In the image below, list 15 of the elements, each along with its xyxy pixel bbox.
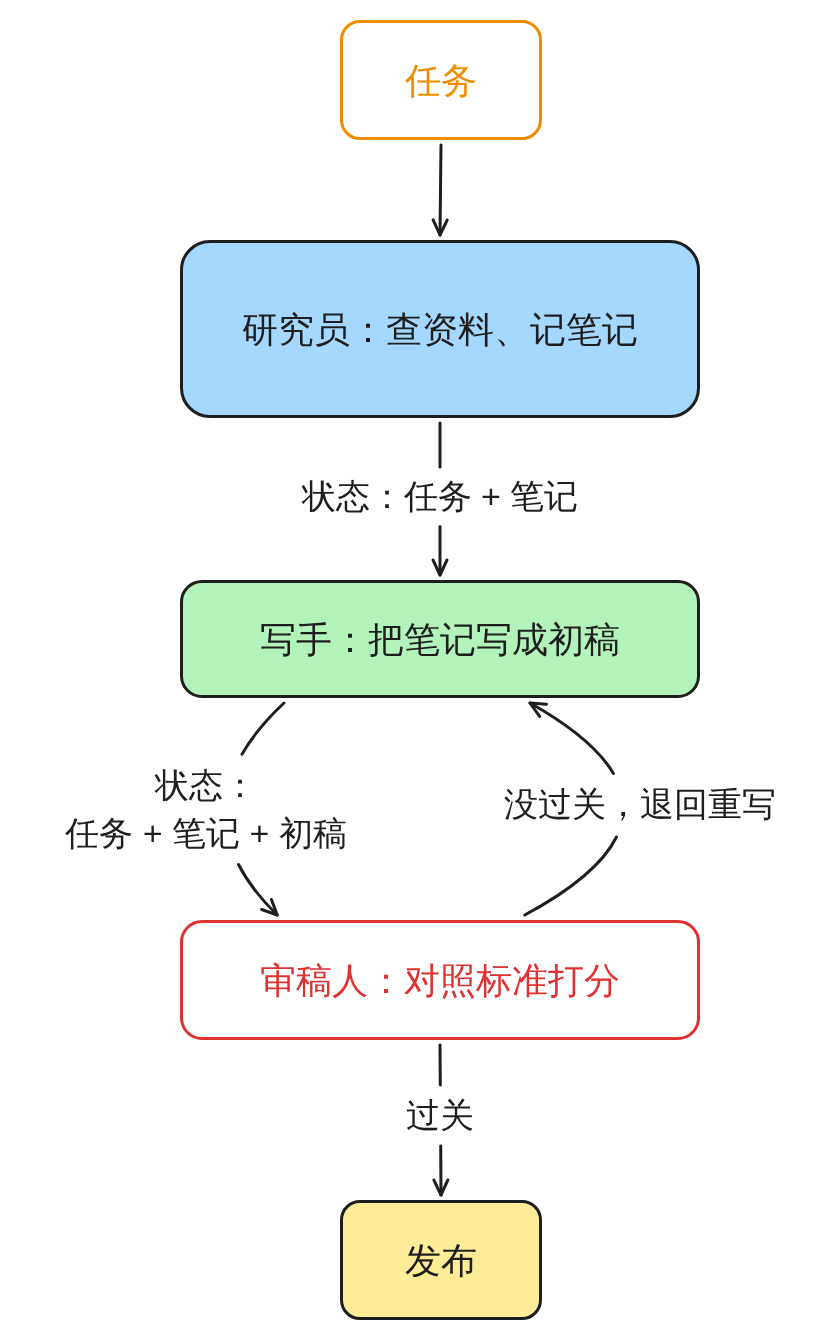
node-label: 审稿人：对照标准打分 bbox=[259, 958, 621, 1003]
node-label: 发布 bbox=[404, 1238, 478, 1283]
node-label: 写手：把笔记写成初稿 bbox=[259, 617, 621, 662]
node-label: 任务 bbox=[404, 58, 478, 103]
arrow bbox=[237, 701, 286, 917]
arrow bbox=[431, 421, 449, 577]
end-box bbox=[340, 1200, 542, 1320]
process-box bbox=[180, 240, 700, 418]
arrow bbox=[432, 1043, 450, 1197]
process-box bbox=[180, 920, 700, 1040]
node-label: 研究员：查资料、记笔记 bbox=[241, 307, 639, 352]
start-box bbox=[340, 20, 542, 140]
process-box bbox=[180, 580, 700, 698]
arrow bbox=[431, 143, 449, 237]
arrow bbox=[523, 701, 618, 917]
